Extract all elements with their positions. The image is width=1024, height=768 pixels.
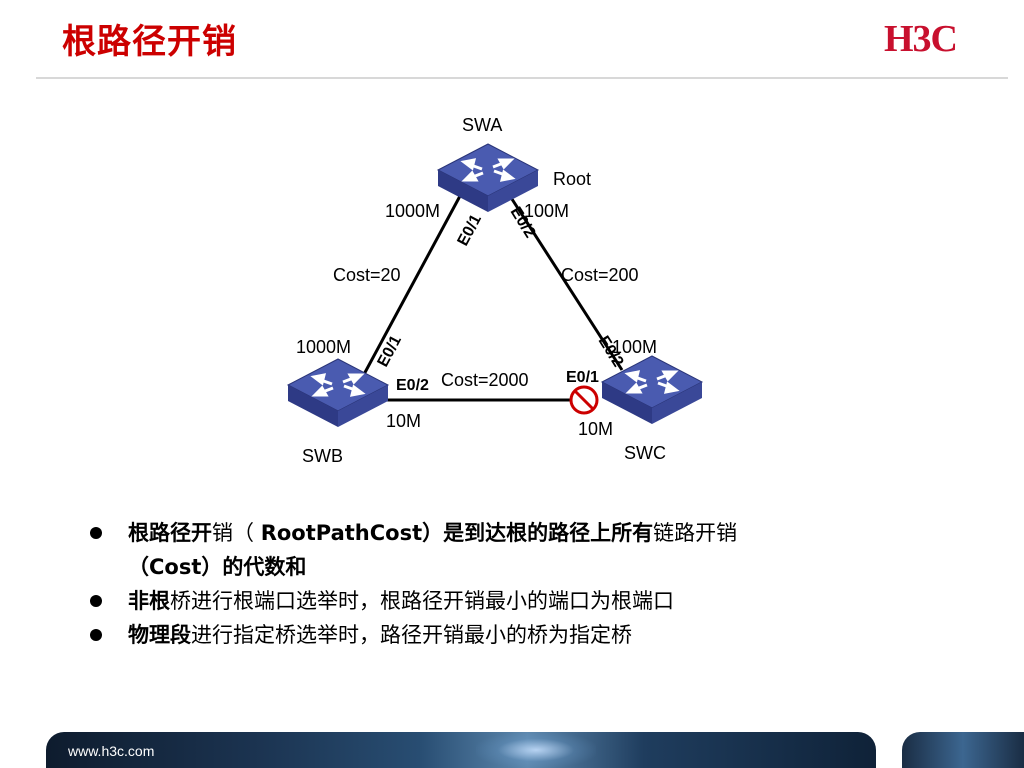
bullet-dot [90,527,102,539]
bullet-item: 物理段进行指定桥选举时，路径开销最小的桥为指定桥 [88,618,948,652]
bullet-1-line-2: （Cost）的代数和 [128,555,307,579]
speed-swb-bottom: 10M [386,411,421,431]
bullet-item: 非根桥进行根端口选举时，根路径开销最小的端口为根端口 [88,584,948,618]
footer-banner: www.h3c.com [46,732,876,768]
switch-swc [600,355,704,424]
footer-banner-right [902,732,1024,768]
switch-swb [286,358,390,427]
footer-url[interactable]: www.h3c.com [68,743,155,759]
link-swa-swb [360,195,462,379]
speed-swc-bottom: 10M [578,419,613,439]
page-title: 根路径开销 [62,22,237,62]
h3c-logo: H3C [884,18,958,60]
port-swc-e01: E0/1 [566,369,599,386]
blocked-port-icon [569,385,599,415]
speed-swa-right: 100M [524,201,569,221]
bullet-3-text: 进行指定桥选举时，路径开销最小的桥为指定桥 [191,623,632,647]
bullet-1-text-2: 链路开销 [653,521,738,545]
bullet-dot [90,629,102,641]
bullet-1-text: 销（ [212,521,261,545]
speed-swc-top: 100M [612,337,657,357]
switch-label-swc: SWC [624,443,666,463]
switch-label-swb: SWB [302,446,343,466]
switch-swa [436,143,540,212]
cost-bc: Cost=2000 [441,370,529,390]
bullet-dot [90,595,102,607]
port-swa-e01: E0/1 [455,212,486,249]
port-swb-e01: E0/1 [375,333,406,370]
cost-ab: Cost=20 [333,265,401,285]
bullet-2-text: 桥进行根端口选举时，根路径开销最小的端口为根端口 [170,589,674,613]
bullet-3-bold: 物理段 [128,623,191,647]
speed-swa-left: 1000M [385,201,440,221]
bullet-2-bold: 非根 [128,589,170,613]
link-swa-swc [508,195,624,371]
cost-ac: Cost=200 [561,265,639,285]
bullet-1-bold: 根路径开 [128,521,212,545]
speed-swb-top: 1000M [296,337,351,357]
root-label: Root [553,169,591,189]
bullet-item: 根路径开销（ RootPathCost）是到达根的路径上所有链路开销 （Cost… [88,516,948,584]
bullet-list: 根路径开销（ RootPathCost）是到达根的路径上所有链路开销 （Cost… [88,516,948,652]
bullet-1-bold-2: RootPathCost）是到达根的路径上所有 [260,521,654,545]
title-divider [36,77,1008,79]
switch-label-swa: SWA [462,115,502,135]
port-swb-e02: E0/2 [396,377,429,394]
